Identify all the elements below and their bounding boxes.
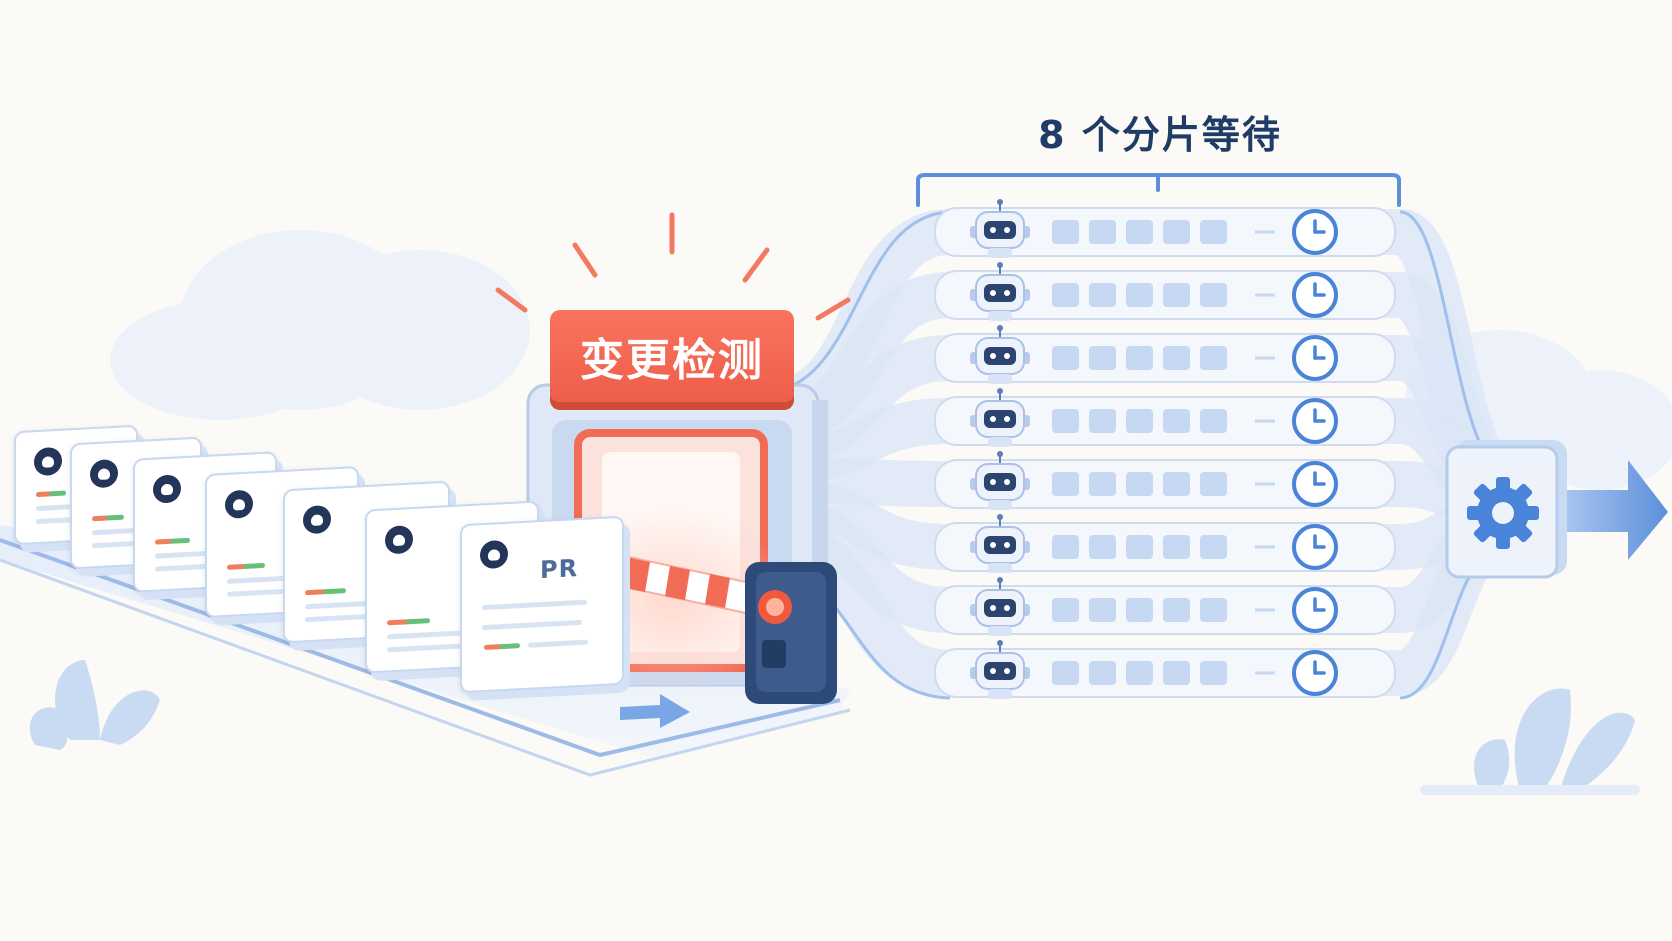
decorative-plant-right [1420, 688, 1640, 795]
queue-block [1126, 346, 1153, 370]
queue-block [1126, 472, 1153, 496]
robot-icon [970, 199, 1030, 258]
queue-block [1200, 346, 1227, 370]
queue-block [1163, 346, 1190, 370]
clock-icon [1292, 650, 1338, 696]
shard-row [934, 388, 1396, 447]
queue-block [1163, 535, 1190, 559]
queue-block [1052, 220, 1079, 244]
queue-block [1200, 535, 1227, 559]
clock-icon [1292, 209, 1338, 255]
github-icon [303, 504, 331, 535]
queue-block [1200, 598, 1227, 622]
queue-block [1126, 661, 1153, 685]
robot-icon [970, 262, 1030, 321]
queue-block [1052, 598, 1079, 622]
merge-node [1445, 440, 1567, 579]
shard-row [934, 325, 1396, 384]
queue-block [1200, 283, 1227, 307]
queue-block [1052, 409, 1079, 433]
queue-block [1163, 409, 1190, 433]
queue-block [1089, 346, 1116, 370]
clock-icon [1292, 335, 1338, 381]
queue-block [1052, 346, 1079, 370]
pr-status-bar [387, 618, 430, 626]
github-icon [385, 525, 413, 555]
queue-block [1089, 409, 1116, 433]
robot-icon [970, 451, 1030, 510]
pr-status-bar [92, 514, 124, 522]
queue-block [1126, 409, 1153, 433]
github-icon [153, 474, 181, 504]
queue-block [1163, 283, 1190, 307]
queue-block [1126, 598, 1153, 622]
pr-card-line [528, 639, 588, 648]
clock-icon [1292, 524, 1338, 570]
queue-block [1163, 472, 1190, 496]
pr-status-bar [155, 537, 190, 545]
github-icon [225, 489, 253, 519]
queue-block [1052, 535, 1079, 559]
arrow-right-icon [1567, 460, 1668, 560]
queue-block [1052, 283, 1079, 307]
queue-block [1052, 472, 1079, 496]
traffic-light-icon [745, 562, 837, 704]
queue-block [1200, 409, 1227, 433]
queue-block [1200, 220, 1227, 244]
barrier-arm [613, 553, 762, 617]
change-detection-label: 变更检测 [550, 310, 794, 402]
pr-status-bar [227, 562, 265, 570]
queue-block [1089, 598, 1116, 622]
pr-status-bar [36, 490, 66, 498]
robot-icon [970, 577, 1030, 636]
queue-block [1126, 220, 1153, 244]
shard-rows [934, 199, 1396, 699]
shard-row [934, 262, 1396, 321]
clock-icon [1292, 272, 1338, 318]
shard-row [934, 514, 1396, 573]
queue-block [1126, 535, 1153, 559]
queue-block [1163, 598, 1190, 622]
queue-block [1089, 472, 1116, 496]
queue-block [1089, 283, 1116, 307]
clock-icon [1292, 398, 1338, 444]
pr-label: PR [540, 554, 579, 585]
alert-rays [495, 212, 851, 321]
queue-block [1200, 661, 1227, 685]
pr-status-bar [484, 643, 520, 651]
robot-icon [970, 325, 1030, 384]
gear-icon [1467, 477, 1539, 549]
shard-row [934, 451, 1396, 510]
queue-block [1089, 220, 1116, 244]
shard-count-label: 8 个分片等待 [1038, 113, 1282, 157]
queue-block [1200, 472, 1227, 496]
queue-block [1089, 535, 1116, 559]
queue-block [1126, 283, 1153, 307]
decorative-plant-left [29, 660, 160, 750]
robot-icon [970, 514, 1030, 573]
queue-block [1163, 661, 1190, 685]
pr-status-bar [305, 588, 346, 596]
queue-direction-arrow [620, 694, 690, 728]
github-icon [34, 446, 62, 477]
pr-card: PR [460, 515, 624, 694]
clock-icon [1292, 461, 1338, 507]
queue-block [1089, 661, 1116, 685]
robot-icon [970, 640, 1030, 699]
pr-card-line [482, 599, 587, 611]
shard-count-bracket [916, 173, 1401, 207]
shard-row [934, 199, 1396, 258]
clock-icon [1292, 587, 1338, 633]
queue-block [1052, 661, 1079, 685]
queue-block [1163, 220, 1190, 244]
github-icon [480, 539, 508, 570]
github-icon [90, 458, 118, 489]
robot-icon [970, 388, 1030, 447]
pr-card-line [482, 619, 582, 631]
shard-row [934, 640, 1396, 699]
shard-row [934, 577, 1396, 636]
